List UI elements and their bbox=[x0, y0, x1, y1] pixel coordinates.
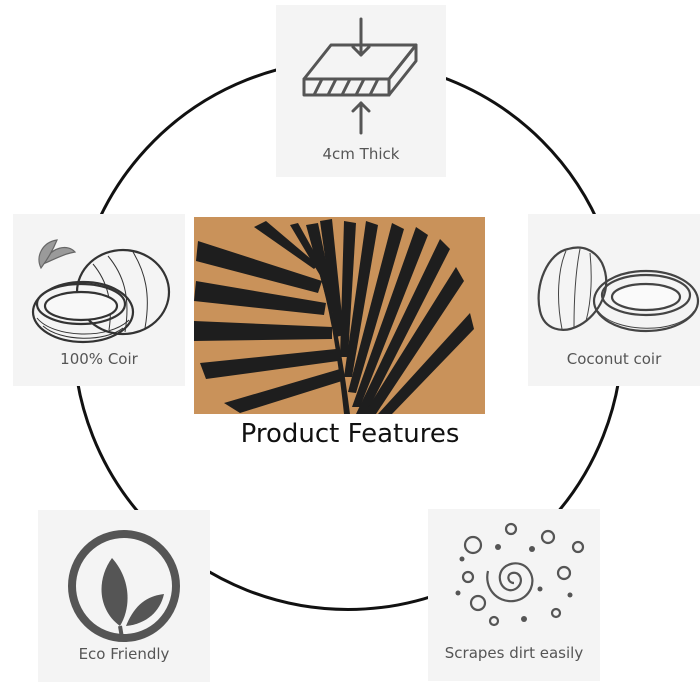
feature-label: Eco Friendly bbox=[78, 645, 170, 663]
feature-label: Coconut coir bbox=[566, 350, 662, 368]
coconut-halves-icon bbox=[537, 246, 700, 333]
feature-card-eco: Eco Friendly bbox=[38, 510, 210, 682]
coconut-leaf-icon bbox=[31, 239, 171, 344]
product-mat-image bbox=[194, 217, 485, 414]
feature-card-coconut: Coconut coir bbox=[528, 214, 700, 386]
thickness-arrows-icon bbox=[302, 17, 418, 135]
dirt-swirl-icon bbox=[455, 522, 585, 627]
diagram-title: Product Features bbox=[240, 419, 460, 449]
feature-label: 100% Coir bbox=[60, 350, 138, 368]
feature-card-coir: 100% Coir bbox=[13, 214, 185, 386]
leaf-circle-icon bbox=[68, 530, 180, 642]
feature-card-thickness: 4cm Thick bbox=[276, 5, 446, 177]
feature-label: Scrapes dirt easily bbox=[444, 644, 584, 662]
palm-leaf-print bbox=[194, 219, 474, 414]
feature-label: 4cm Thick bbox=[322, 145, 400, 163]
feature-card-dirt: Scrapes dirt easily bbox=[428, 509, 600, 681]
